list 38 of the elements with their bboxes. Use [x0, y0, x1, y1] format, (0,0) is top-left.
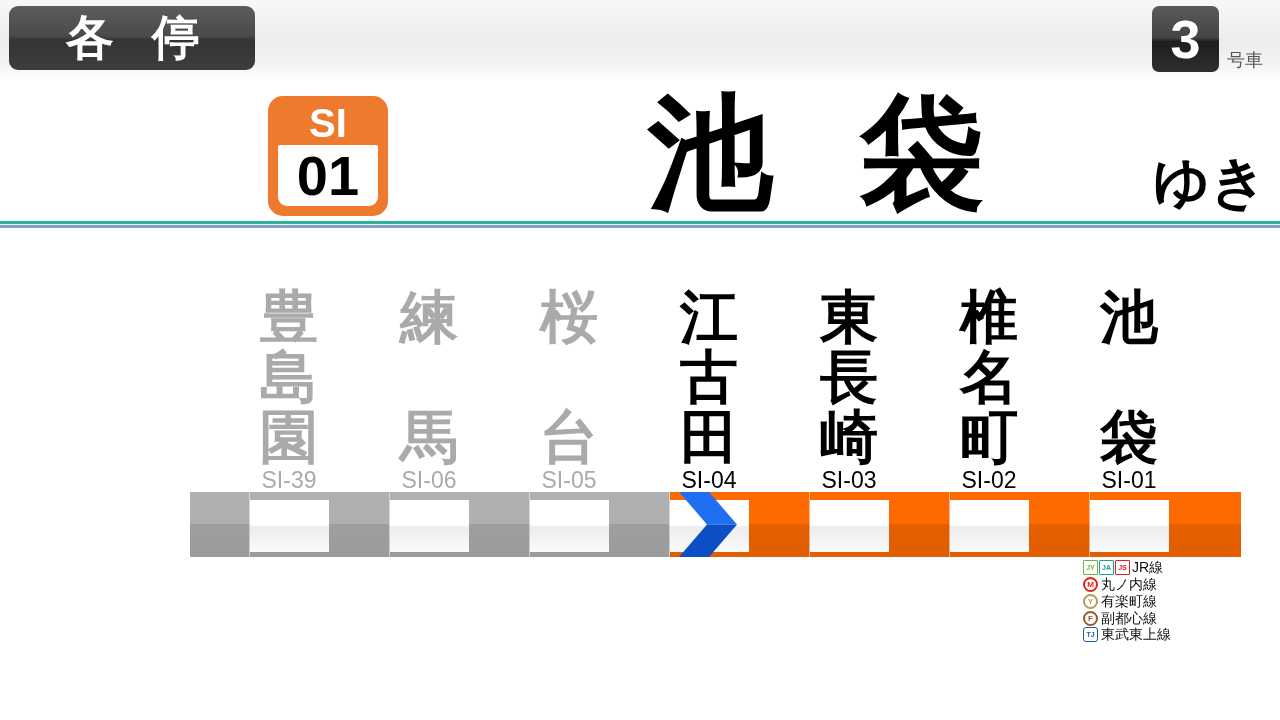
station-code: SI-01 — [1101, 468, 1157, 492]
station-number: 01 — [296, 148, 360, 203]
track-segment — [468, 492, 530, 557]
line-name: 副都心線 — [1101, 610, 1157, 626]
track-segment — [328, 492, 390, 557]
car-number-box — [1152, 6, 1219, 72]
station-name: 池袋 — [1100, 288, 1158, 466]
car-number: 3 — [1170, 12, 1201, 66]
station-code: SI-06 — [401, 468, 457, 492]
line-code: Y — [1087, 597, 1094, 606]
track-segment — [608, 492, 670, 557]
station-name: 椎名町 — [960, 288, 1018, 466]
line-code: SI — [309, 104, 347, 142]
line-code: M — [1087, 580, 1094, 589]
track-segment — [1028, 492, 1090, 557]
line-name: 丸ノ内線 — [1101, 576, 1157, 592]
bound-for-text: ゆき — [1153, 153, 1265, 211]
station-name: 練馬 — [400, 288, 458, 466]
station-number-badge — [268, 96, 388, 216]
destination-name: 池袋 — [648, 91, 985, 215]
station-code: SI-39 — [261, 468, 317, 492]
station-code: SI-02 — [961, 468, 1017, 492]
line-name: 東武東上線 — [1101, 626, 1171, 642]
station-name: 豊島園 — [260, 288, 318, 466]
station-name: 桜台 — [540, 288, 598, 466]
line-code: F — [1088, 614, 1093, 623]
service-type-box — [9, 6, 255, 70]
station-code: SI-05 — [541, 468, 597, 492]
track-segment — [888, 492, 950, 557]
line-name: 有楽町線 — [1101, 593, 1157, 609]
track-segment — [748, 492, 810, 557]
station-name: 東長崎 — [820, 288, 878, 466]
station-name: 江古田 — [680, 288, 738, 466]
line-name: JR線 — [1132, 559, 1164, 575]
station-code: SI-04 — [681, 468, 737, 492]
service-type-text: 各停 — [66, 13, 200, 63]
car-caption: 号車 — [1227, 50, 1263, 70]
station-code: SI-03 — [821, 468, 877, 492]
